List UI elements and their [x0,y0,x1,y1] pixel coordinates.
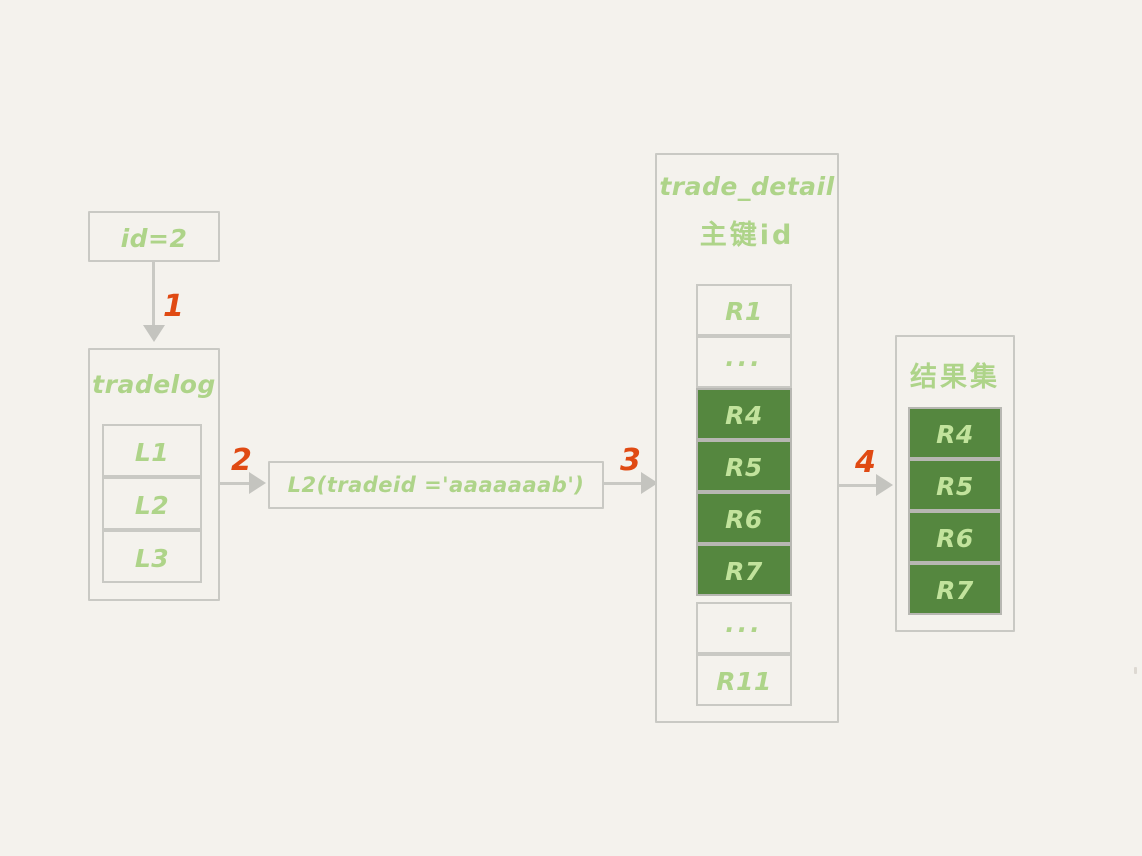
trade-detail-row: R4 [696,388,792,440]
step-number-1: 1 [163,289,184,324]
tradelog-row-label: L1 [134,438,170,467]
background-speck [1134,667,1137,674]
result-set-row: R5 [908,459,1002,511]
query-box-label: L2(tradeid ='aaaaaaab') [287,473,585,497]
trade-detail-row-label: R7 [725,557,763,586]
step-number-4: 4 [855,445,876,480]
result-set-title: 结果集 [910,362,1000,393]
trade-detail-row: R11 [696,654,792,706]
trade-detail-row-label: ... [725,609,763,638]
trade-detail-row-label: R4 [725,401,763,430]
trade-detail-row-label: R6 [725,505,763,534]
result-set-row-label: R6 [936,524,974,553]
step-number-2: 2 [231,443,252,478]
trade-detail-row: ... [696,336,792,388]
connector-4-line [839,484,881,487]
step-number-3: 3 [620,443,641,478]
trade-detail-row-label: R11 [716,667,772,696]
query-box: L2(tradeid ='aaaaaaab') [268,461,604,509]
trade-detail-row: R7 [696,544,792,596]
trade-detail-row: R6 [696,492,792,544]
result-set-row: R4 [908,407,1002,459]
connector-3-line [604,482,648,485]
trade-detail-row-label: R5 [725,453,763,482]
tradelog-row: L2 [102,477,202,530]
tradelog-row-label: L3 [134,544,170,573]
trade-detail-row: R5 [696,440,792,492]
result-set-row: R7 [908,563,1002,615]
connector-2-arrowhead [249,472,266,494]
result-set-row-label: R4 [936,420,974,449]
connector-3-arrowhead [641,472,658,494]
connector-2-line [220,482,252,485]
result-set-row-label: R5 [936,472,974,501]
tradelog-row-label: L2 [134,491,170,520]
trade-detail-title: trade_detail [659,172,835,201]
result-set-row: R6 [908,511,1002,563]
tradelog-row: L1 [102,424,202,477]
trade-detail-subtitle: 主键id [699,220,795,251]
connector-1-line [152,262,155,328]
tradelog-title: tradelog [92,370,216,399]
connector-1-arrowhead [143,325,165,342]
trade-detail-row: R1 [696,284,792,336]
trade-detail-row: ... [696,602,792,654]
trade-detail-row-label: ... [725,343,763,372]
id-box: id=2 [88,211,220,262]
connector-4-arrowhead [876,474,893,496]
tradelog-row: L3 [102,530,202,583]
result-set-row-label: R7 [936,576,974,605]
id-box-label: id=2 [120,224,188,253]
trade-detail-row-label: R1 [725,297,763,326]
